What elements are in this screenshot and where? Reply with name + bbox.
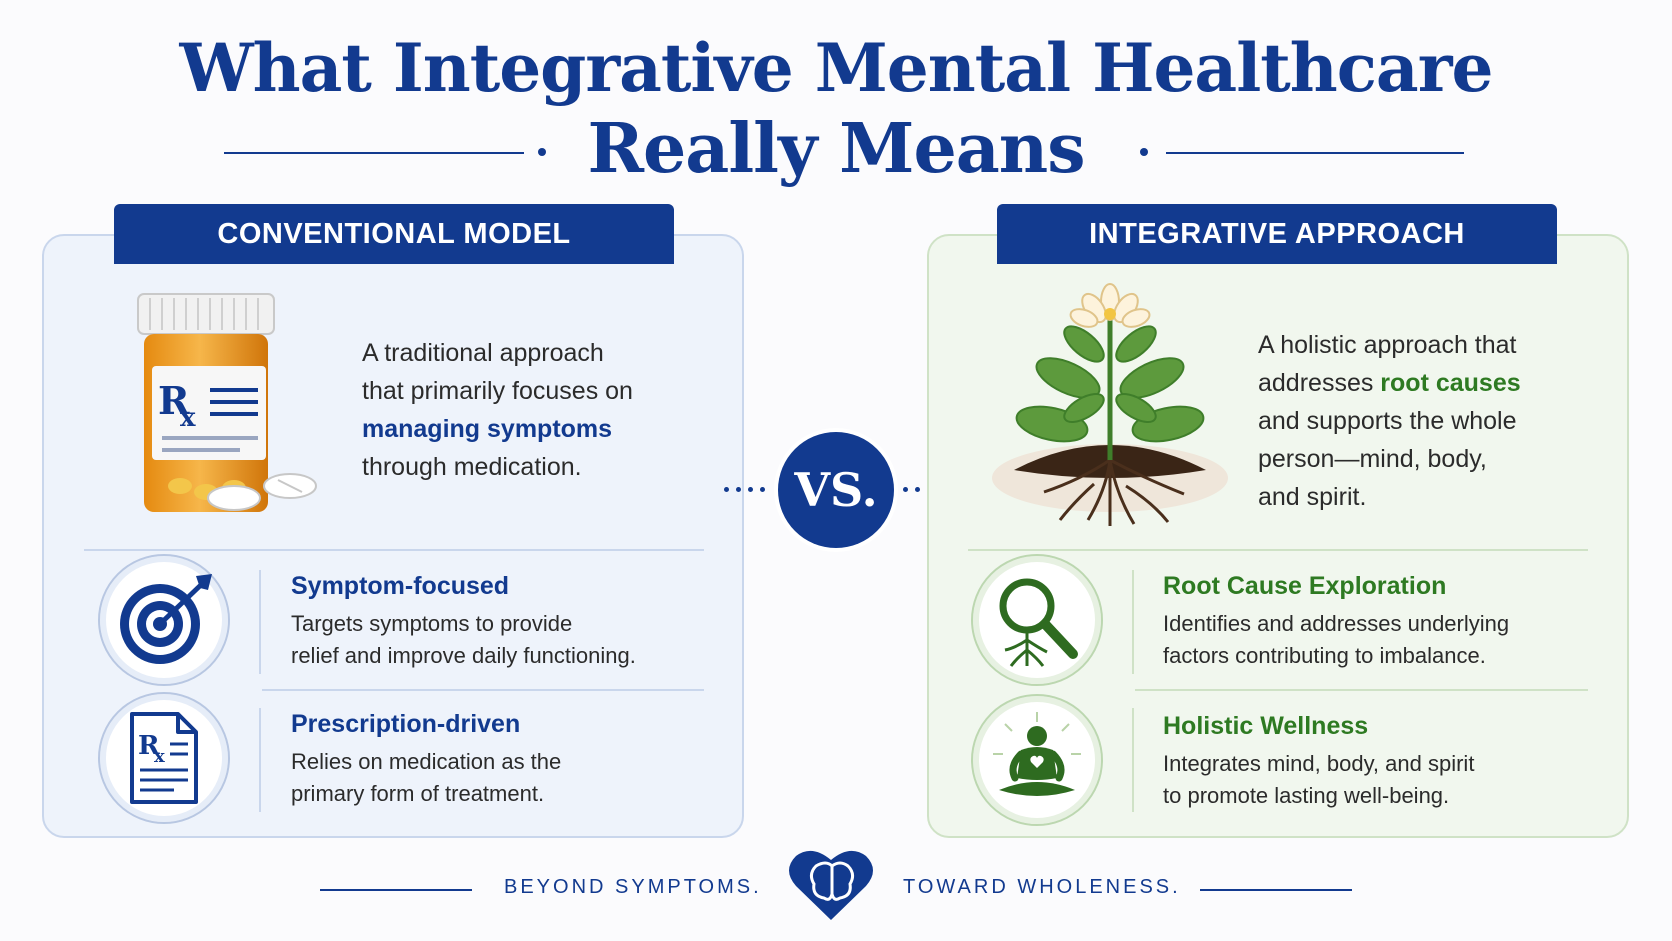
- conventional-intro-line-3: through medication.: [362, 453, 582, 481]
- feature-prescription-driven-desc: Relies on medication as the primary form…: [291, 746, 561, 810]
- integrative-intro: A holistic approach that addresses root …: [1258, 326, 1521, 516]
- heart-brain-icon: [789, 850, 873, 920]
- feature-holistic-wellness-desc-2: to promote lasting well-being.: [1163, 783, 1450, 808]
- integrative-intro-line-5: and spirit.: [1258, 483, 1367, 511]
- svg-text:x: x: [154, 746, 165, 767]
- page-title-line-1: What Integrative Mental Healthcare: [179, 29, 1494, 107]
- feature-root-cause-desc: Identifies and addresses underlying fact…: [1163, 608, 1509, 672]
- prescription-icon-circle: R x: [98, 692, 230, 824]
- target-icon: [120, 574, 212, 664]
- integrative-intro-line-4: person—mind, body,: [1258, 445, 1487, 473]
- integrative-intro-line-2: addresses root causes: [1258, 364, 1521, 402]
- prescription-document-icon: R x: [130, 712, 198, 804]
- conventional-intro-highlight: managing symptoms: [362, 415, 613, 443]
- feature-holistic-wellness-title: Holistic Wellness: [1163, 712, 1369, 740]
- conventional-divider-mid: [262, 689, 704, 691]
- conventional-divider-top: [84, 549, 704, 551]
- integrative-divider-top: [968, 549, 1588, 551]
- feature-prescription-driven-title: Prescription-driven: [291, 710, 521, 738]
- conventional-vline-2: [259, 708, 261, 812]
- integrative-vline-2: [1132, 708, 1134, 812]
- svg-text:R: R: [158, 378, 190, 423]
- feature-symptom-focused-desc: Targets symptoms to provide relief and i…: [291, 608, 636, 672]
- title-dot-left: [538, 148, 546, 156]
- meditation-icon-circle: [971, 694, 1103, 826]
- integrative-intro-line-3: and supports the whole: [1258, 407, 1517, 435]
- footer-line-right: [1200, 889, 1352, 891]
- target-icon-circle: [98, 554, 230, 686]
- magnifier-icon-circle: [971, 554, 1103, 686]
- feature-holistic-wellness-desc-1: Integrates mind, body, and spirit: [1163, 751, 1475, 776]
- pill-bottle-icon: R x: [137, 293, 317, 512]
- conventional-intro: A traditional approach that primarily fo…: [362, 334, 633, 486]
- footer-tagline-right: TOWARD WHOLENESS.: [903, 876, 1181, 898]
- feature-root-cause-desc-1: Identifies and addresses underlying: [1163, 611, 1510, 636]
- feature-prescription-driven-desc-1: Relies on medication as the: [291, 749, 562, 774]
- title-dot-right: [1140, 148, 1148, 156]
- svg-text:x: x: [180, 403, 196, 433]
- feature-holistic-wellness-desc: Integrates mind, body, and spirit to pro…: [1163, 748, 1474, 812]
- feature-root-cause-title: Root Cause Exploration: [1163, 572, 1447, 600]
- integrative-divider-mid: [1135, 689, 1588, 691]
- conventional-intro-line-2: that primarily focuses on: [362, 377, 633, 405]
- feature-symptom-focused-desc-2: relief and improve daily functioning.: [291, 643, 636, 668]
- magnifier-roots-icon: [999, 578, 1078, 667]
- title-rule-right: [1166, 152, 1464, 154]
- integrative-vline-1: [1132, 570, 1134, 674]
- plant-roots-icon: [992, 283, 1228, 526]
- feature-root-cause-desc-2: factors contributing to imbalance.: [1163, 643, 1486, 668]
- feature-prescription-driven-desc-2: primary form of treatment.: [291, 781, 545, 806]
- feature-symptom-focused-desc-1: Targets symptoms to provide: [291, 611, 573, 636]
- conventional-vline-1: [259, 570, 261, 674]
- vs-dots-left: [724, 487, 765, 492]
- page-title-line-2: Really Means: [587, 109, 1085, 189]
- footer-line-left: [320, 889, 472, 891]
- feature-symptom-focused-title: Symptom-focused: [291, 572, 510, 600]
- integrative-intro-line-2-text: addresses: [1258, 369, 1381, 397]
- svg-text:R: R: [138, 731, 160, 761]
- footer-tagline-left: BEYOND SYMPTOMS.: [504, 876, 762, 898]
- meditation-icon: [993, 712, 1081, 796]
- conventional-intro-line-1: A traditional approach: [362, 339, 604, 367]
- integrative-header: INTEGRATIVE APPROACH: [997, 204, 1557, 264]
- integrative-intro-line-1: A holistic approach that: [1258, 331, 1517, 359]
- integrative-intro-highlight: root causes: [1380, 369, 1521, 397]
- conventional-header: CONVENTIONAL MODEL: [114, 204, 674, 264]
- title-rule-left: [224, 152, 524, 154]
- vs-badge: VS.: [778, 432, 894, 548]
